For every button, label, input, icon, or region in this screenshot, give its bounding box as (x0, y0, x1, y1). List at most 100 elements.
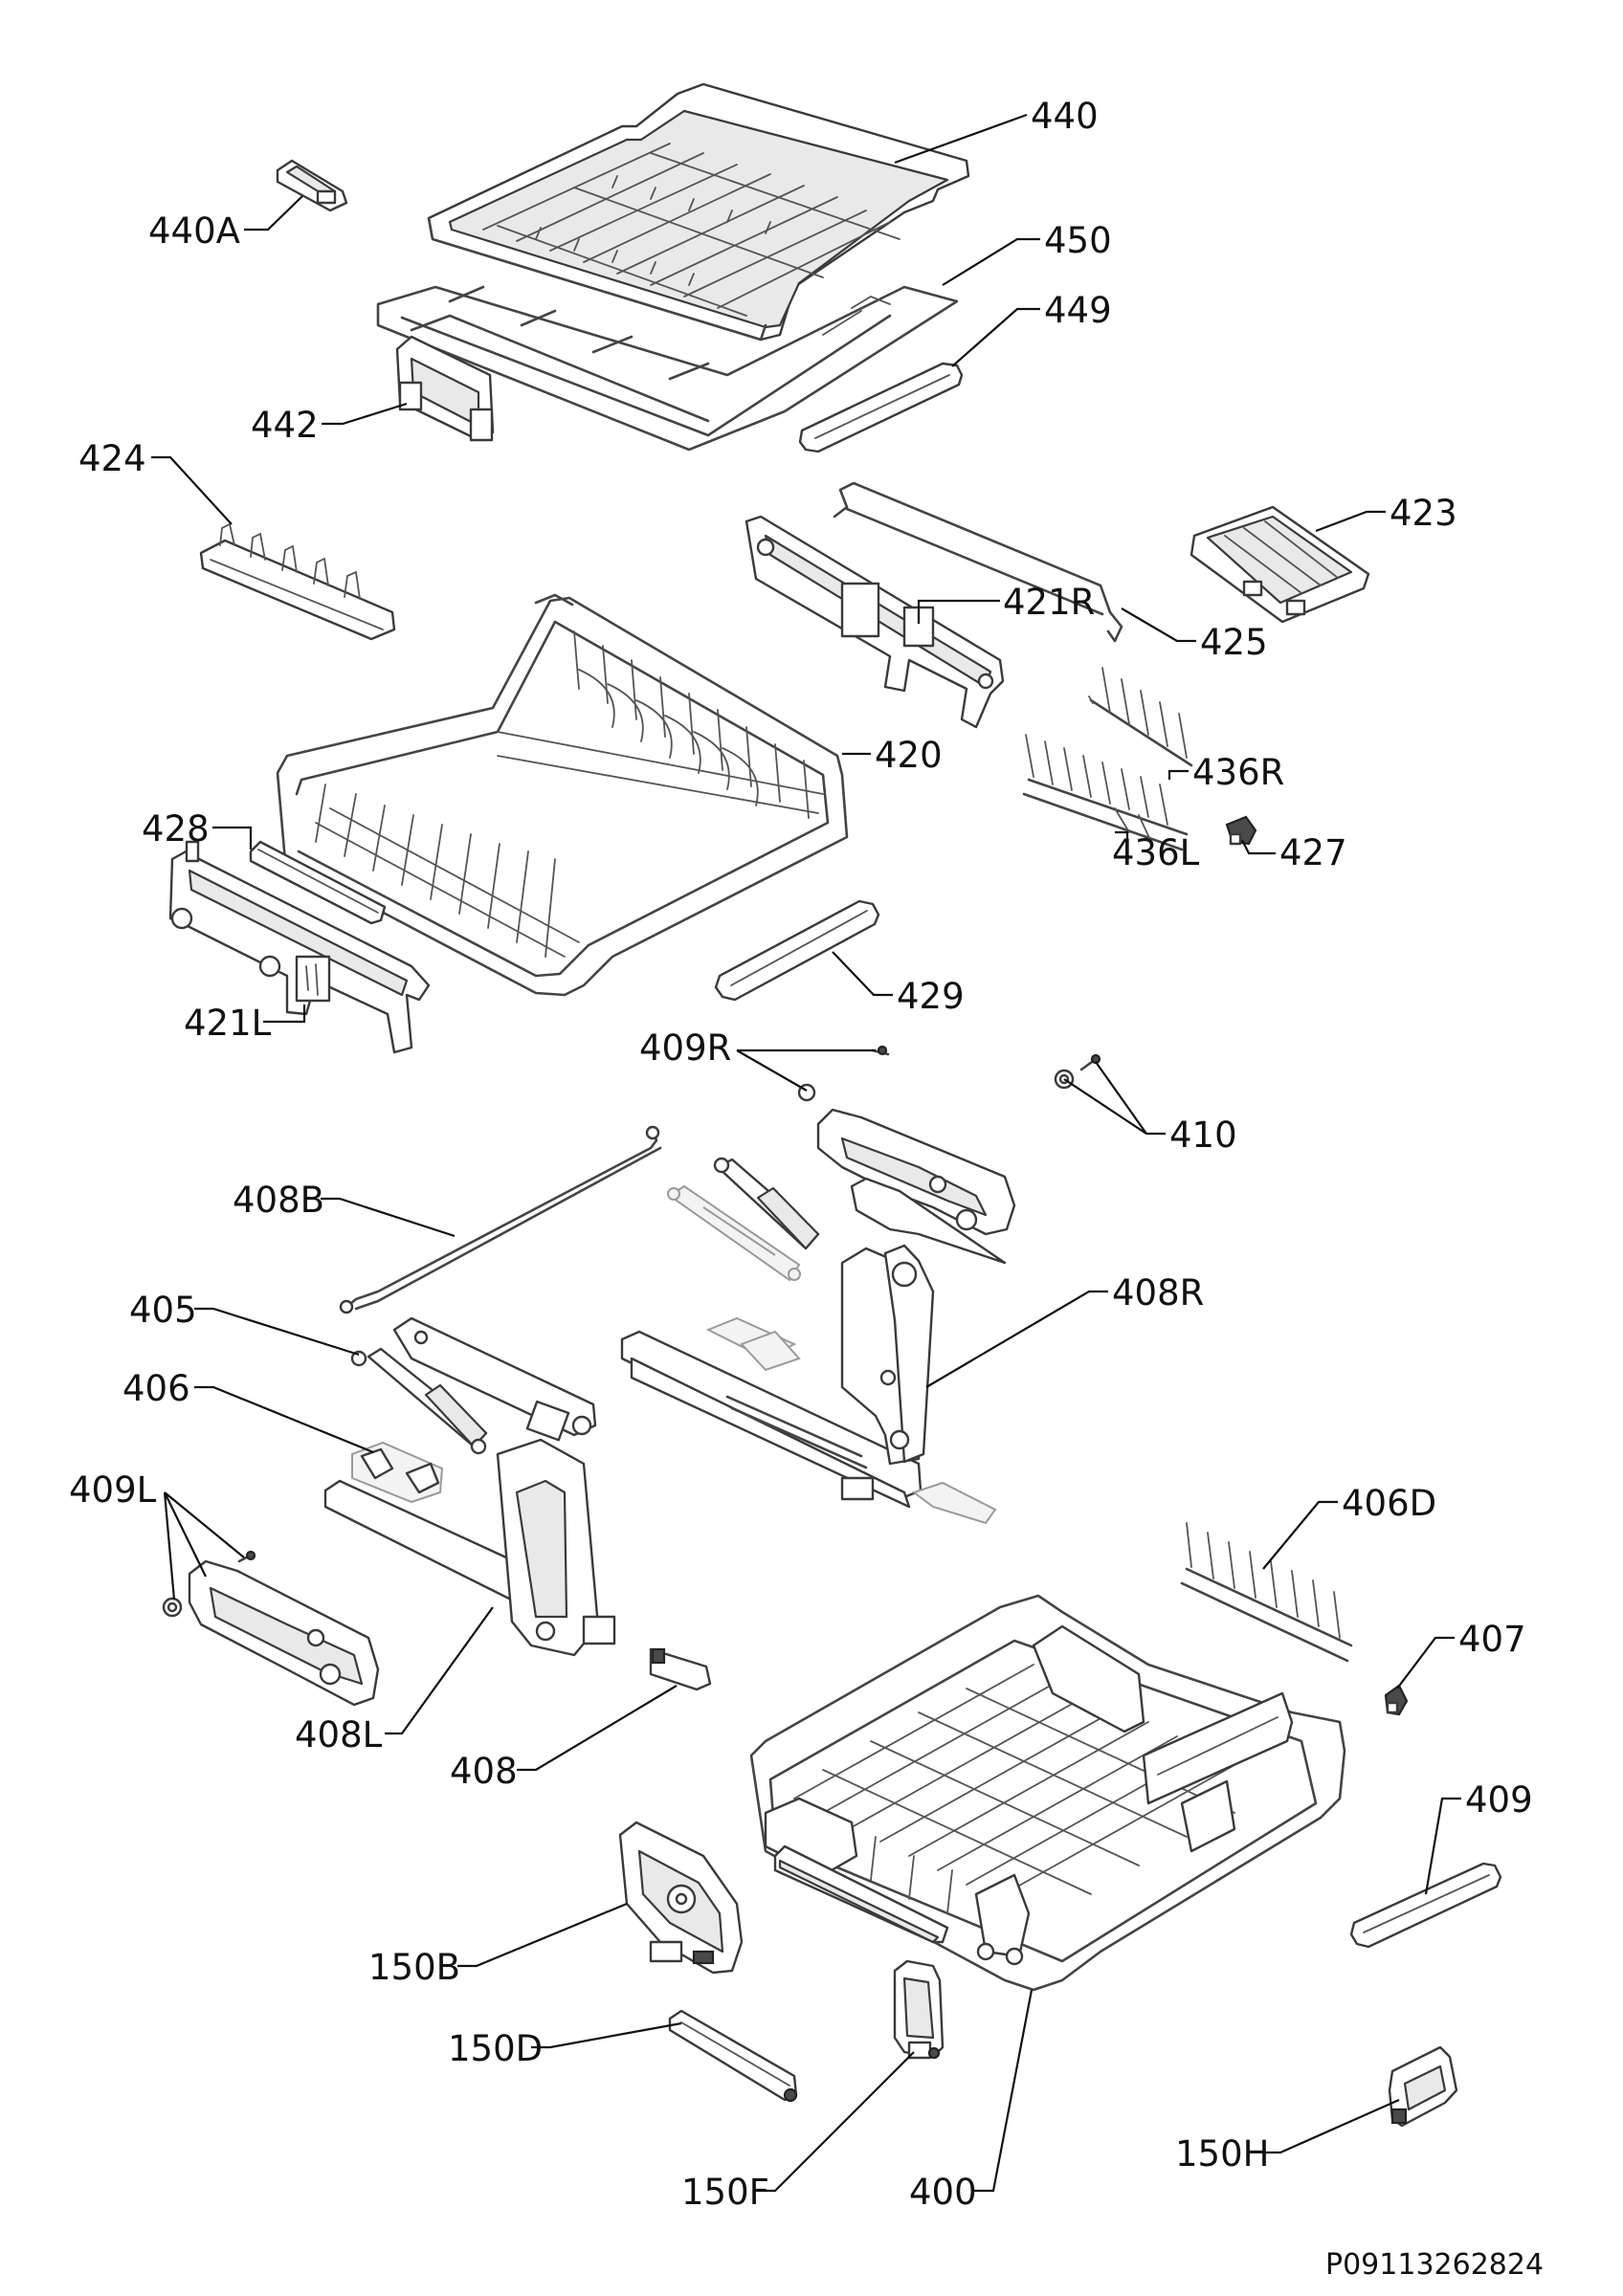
part-400-lower-basket (749, 1594, 1346, 1992)
part-440-cutlery-tray (427, 82, 970, 342)
callout-408L: 408L (295, 1714, 383, 1755)
part-424-clip-strip (199, 522, 396, 641)
callout-409R: 409R (639, 1027, 731, 1069)
callout-409: 409 (1465, 1779, 1533, 1821)
callout-436L: 436L (1112, 832, 1200, 873)
callout-421L: 421L (184, 1003, 272, 1044)
leader-150H (1261, 2098, 1400, 2154)
callout-449: 449 (1044, 290, 1112, 331)
leader-400 (974, 1989, 1034, 2193)
part-408L-lift-mechanism (323, 1316, 616, 1657)
leader-150B (457, 1902, 628, 1968)
callout-424: 424 (78, 438, 146, 479)
leader-407 (1396, 1636, 1455, 1689)
part-410-screw-nut (1054, 1053, 1101, 1090)
callout-406: 406 (122, 1368, 190, 1409)
part-409L-bracket (162, 1550, 380, 1707)
leader-406 (194, 1385, 374, 1454)
leader-405 (194, 1307, 360, 1357)
part-428-rail (249, 840, 387, 925)
part-440A-clip (276, 159, 348, 212)
leader-442 (322, 402, 408, 426)
callout-428: 428 (142, 808, 210, 850)
callout-408: 408 (450, 1751, 518, 1792)
part-407-clip (1384, 1684, 1409, 1716)
callout-leader-lines (151, 113, 1461, 2193)
callout-labels: 440 440A 450 449 442 424 423 421R 425 42… (69, 96, 1533, 2213)
part-420-upper-basket (276, 593, 849, 997)
leader-449 (951, 307, 1040, 367)
leader-421R (917, 599, 1000, 624)
part-450-wire-frame (376, 285, 959, 452)
part-442-holder (395, 335, 495, 442)
leader-424 (151, 455, 233, 525)
leader-409 (1424, 1797, 1461, 1895)
callout-150D: 150D (448, 2028, 543, 2069)
part-436-tine-racks (1022, 667, 1193, 851)
callout-425: 425 (1200, 622, 1268, 663)
part-406D-tine-rack (1180, 1522, 1353, 1663)
callout-436R: 436R (1192, 752, 1284, 793)
part-150D-runner (668, 2009, 798, 2103)
callout-405: 405 (129, 1290, 197, 1331)
part-408R-lift-mechanism (620, 1157, 1007, 1525)
callout-450: 450 (1044, 220, 1112, 261)
callout-150B: 150B (368, 1947, 460, 1988)
leader-150F (756, 2051, 915, 2193)
leader-408L (385, 1606, 494, 1735)
part-449-handle (798, 362, 964, 453)
leader-427 (1241, 839, 1276, 855)
part-408B-link (339, 1125, 662, 1314)
leader-450 (942, 237, 1040, 286)
callout-420: 420 (875, 735, 943, 776)
leader-409L-b (163, 1491, 176, 1601)
part-406-clips (351, 1441, 444, 1504)
callout-408B: 408B (233, 1180, 324, 1221)
ghost-spring (667, 1184, 801, 1282)
spring-408R (713, 1157, 820, 1250)
callout-150H: 150H (1175, 2133, 1269, 2175)
leader-436L (1115, 830, 1129, 853)
callout-408R: 408R (1112, 1272, 1204, 1314)
ghost-bracket (705, 1316, 997, 1525)
callout-150F: 150F (681, 2172, 769, 2213)
leader-428 (212, 826, 253, 850)
callout-400: 400 (909, 2172, 977, 2213)
callout-440: 440 (1031, 96, 1099, 137)
part-429-handle (714, 899, 880, 1002)
part-408-block (649, 1647, 712, 1691)
leader-440 (894, 113, 1028, 165)
callout-409L: 409L (69, 1469, 157, 1511)
part-427-clip (1225, 815, 1257, 846)
document-number: P09113262824 (1325, 2248, 1544, 2282)
leader-409L-c (164, 1491, 207, 1578)
leader-436R (1167, 769, 1189, 780)
part-421L-adjuster (168, 840, 431, 1054)
callout-423: 423 (1390, 493, 1457, 534)
leader-150D (531, 2021, 682, 2049)
part-409R-bracket (797, 1045, 1016, 1236)
part-drawings (162, 82, 1502, 2128)
callout-427: 427 (1279, 832, 1347, 873)
leader-408R (925, 1290, 1108, 1388)
leader-423 (1315, 510, 1386, 533)
callout-407: 407 (1458, 1619, 1526, 1660)
part-421R-adjuster (745, 515, 1005, 729)
part-405-gas-spring (350, 1347, 488, 1455)
leader-429 (832, 951, 893, 997)
callout-429: 429 (897, 976, 965, 1017)
part-409-handle (1349, 1862, 1502, 1949)
part-425-rod (833, 481, 1123, 643)
part-150H-clip (1388, 2045, 1458, 2128)
leader-425 (1121, 607, 1196, 643)
leader-408B (321, 1197, 456, 1238)
part-423-flap (1189, 505, 1370, 624)
leader-406D (1262, 1500, 1338, 1570)
leader-410-b (1095, 1061, 1147, 1135)
part-150B-wheel-holder (618, 1821, 744, 1975)
leader-409L-a (164, 1491, 245, 1558)
part-150F-stand (893, 1959, 945, 2060)
callout-440A: 440A (148, 210, 240, 252)
callout-421R: 421R (1003, 582, 1095, 623)
